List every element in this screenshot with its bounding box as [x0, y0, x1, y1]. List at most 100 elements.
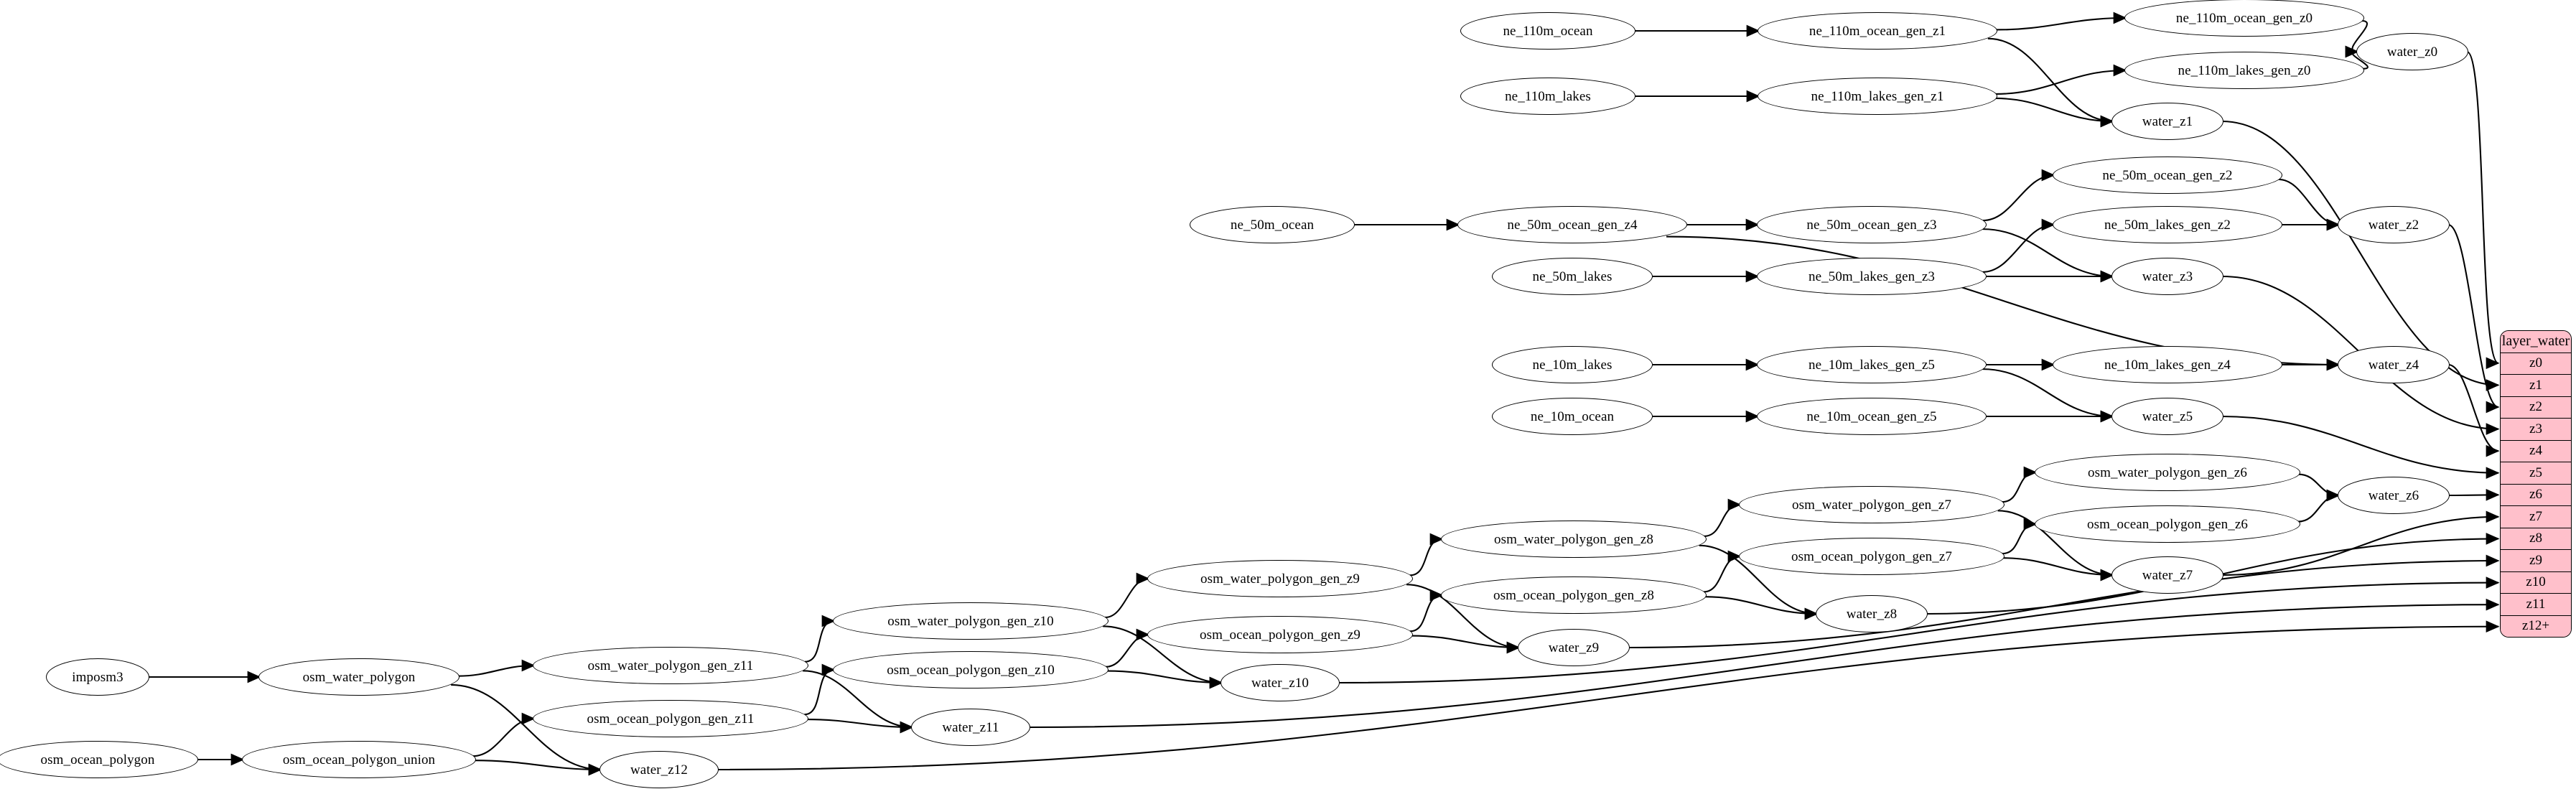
edge-osm_water_polygon_gen_z11-to-osm_water_polygon_gen_z10	[804, 615, 836, 663]
node-label: osm_water_polygon	[302, 669, 416, 685]
edge-osm_water_polygon_gen_z9-to-osm_water_polygon_gen_z8	[1409, 533, 1444, 576]
node-label: ne_50m_ocean	[1230, 217, 1315, 233]
layer-water-row-z11[interactable]: z11	[2501, 593, 2571, 615]
node-label: water_z2	[2368, 217, 2419, 233]
layer-water-row-z1[interactable]: z1	[2501, 374, 2571, 396]
layer-water-row-z12+[interactable]: z12+	[2501, 615, 2571, 637]
node-water_z9[interactable]: water_z9	[1518, 629, 1630, 666]
node-water_z11[interactable]: water_z11	[911, 709, 1030, 746]
node-osm_water_polygon_gen_z6[interactable]: osm_water_polygon_gen_z6	[2035, 454, 2300, 491]
node-water_z0[interactable]: water_z0	[2356, 33, 2468, 70]
edge-osm_ocean_polygon_gen_z10-to-osm_ocean_polygon_gen_z9	[1106, 628, 1150, 668]
node-ne_50m_ocean_gen_z3[interactable]: ne_50m_ocean_gen_z3	[1757, 206, 1987, 243]
node-label: ne_110m_lakes	[1505, 88, 1591, 104]
layer-water-title: layer_water	[2501, 331, 2571, 353]
node-label: water_z1	[2142, 113, 2193, 129]
node-osm_water_polygon[interactable]: osm_water_polygon	[258, 658, 459, 696]
node-label: osm_water_polygon_gen_z7	[1792, 497, 1951, 513]
node-ne_10m_ocean_gen_z5[interactable]: ne_10m_ocean_gen_z5	[1757, 398, 1987, 435]
node-water_z12[interactable]: water_z12	[599, 751, 719, 788]
edge-osm_ocean_polygon_gen_z11-to-water_z11	[806, 718, 914, 734]
edge-osm_ocean_polygon_gen_z7-to-osm_ocean_polygon_gen_z6	[2002, 518, 2038, 555]
node-ne_10m_lakes_gen_z5[interactable]: ne_10m_lakes_gen_z5	[1757, 346, 1987, 383]
node-osm_ocean_polygon_gen_z11[interactable]: osm_ocean_polygon_gen_z11	[533, 700, 808, 737]
node-ne_110m_ocean[interactable]: ne_110m_ocean	[1460, 12, 1635, 50]
node-ne_50m_lakes_gen_z2[interactable]: ne_50m_lakes_gen_z2	[2053, 206, 2282, 243]
layer-water-row-z0[interactable]: z0	[2501, 352, 2571, 374]
node-label: ne_50m_ocean_gen_z4	[1507, 217, 1638, 233]
node-label: water_z4	[2368, 357, 2419, 373]
layer-water-row-z6[interactable]: z6	[2501, 483, 2571, 505]
layer-water-row-z9[interactable]: z9	[2501, 549, 2571, 571]
edge-ne_110m_lakes_gen_z1-to-ne_110m_lakes_gen_z0	[1995, 64, 2127, 95]
node-ne_110m_lakes[interactable]: ne_110m_lakes	[1460, 78, 1635, 115]
node-water_z3[interactable]: water_z3	[2111, 258, 2223, 295]
node-osm_water_polygon_gen_z7[interactable]: osm_water_polygon_gen_z7	[1739, 486, 2005, 523]
node-ne_50m_lakes[interactable]: ne_50m_lakes	[1492, 258, 1653, 295]
node-osm_ocean_polygon_gen_z7[interactable]: osm_ocean_polygon_gen_z7	[1739, 538, 2005, 575]
node-osm_ocean_polygon[interactable]: osm_ocean_polygon	[0, 741, 198, 778]
layer-water-row-z8[interactable]: z8	[2501, 527, 2571, 549]
node-label: ne_50m_lakes	[1532, 269, 1613, 284]
layer-water-row-z2[interactable]: z2	[2501, 396, 2571, 418]
node-ne_10m_lakes_gen_z4[interactable]: ne_10m_lakes_gen_z4	[2053, 346, 2282, 383]
node-label: ne_50m_lakes_gen_z3	[1808, 269, 1936, 284]
layer-water-row-z7[interactable]: z7	[2501, 505, 2571, 528]
node-ne_110m_lakes_gen_z0[interactable]: ne_110m_lakes_gen_z0	[2124, 52, 2364, 89]
node-water_z10[interactable]: water_z10	[1221, 664, 1340, 701]
node-water_z7[interactable]: water_z7	[2111, 556, 2223, 594]
node-ne_50m_ocean[interactable]: ne_50m_ocean	[1190, 206, 1355, 243]
node-ne_50m_ocean_gen_z2[interactable]: ne_50m_ocean_gen_z2	[2053, 157, 2282, 194]
edge-osm_ocean_polygon_gen_z7-to-water_z7	[2002, 557, 2114, 582]
node-ne_110m_ocean_gen_z1[interactable]: ne_110m_ocean_gen_z1	[1758, 12, 1997, 50]
node-osm_ocean_polygon_gen_z6[interactable]: osm_ocean_polygon_gen_z6	[2035, 505, 2300, 543]
node-ne_110m_lakes_gen_z1[interactable]: ne_110m_lakes_gen_z1	[1758, 78, 1997, 115]
layer-water-row-z10[interactable]: z10	[2501, 571, 2571, 593]
node-water_z8[interactable]: water_z8	[1816, 595, 1928, 632]
layer-water-row-z5[interactable]: z5	[2501, 462, 2571, 484]
node-water_z6[interactable]: water_z6	[2338, 477, 2450, 514]
edge-ne_50m_ocean_gen_z4-to-water_z4	[1666, 235, 2341, 371]
node-osm_water_polygon_gen_z10[interactable]: osm_water_polygon_gen_z10	[833, 602, 1109, 640]
node-imposm3[interactable]: imposm3	[46, 658, 149, 696]
node-label: osm_ocean_polygon_gen_z6	[2086, 516, 2249, 532]
node-ne_10m_ocean[interactable]: ne_10m_ocean	[1492, 398, 1653, 435]
node-label: water_z10	[1251, 675, 1310, 691]
node-ne_10m_lakes[interactable]: ne_10m_lakes	[1492, 346, 1653, 383]
edge-osm_ocean_polygon_gen_z9-to-osm_ocean_polygon_gen_z8	[1409, 589, 1444, 632]
node-ne_50m_ocean_gen_z4[interactable]: ne_50m_ocean_gen_z4	[1457, 206, 1687, 243]
edge-osm_water_polygon_gen_z7-to-osm_water_polygon_gen_z6	[2002, 466, 2038, 503]
edge-osm_water_polygon_gen_z10-to-osm_water_polygon_gen_z9	[1105, 572, 1150, 619]
node-water_z2[interactable]: water_z2	[2338, 206, 2450, 243]
node-osm_ocean_polygon_gen_z8[interactable]: osm_ocean_polygon_gen_z8	[1441, 576, 1707, 614]
node-label: osm_ocean_polygon_gen_z7	[1791, 548, 1953, 564]
edge-ne_50m_ocean_gen_z2-to-water_z2	[2278, 178, 2341, 231]
node-label: ne_10m_lakes	[1532, 357, 1613, 373]
node-ne_110m_ocean_gen_z0[interactable]: ne_110m_ocean_gen_z0	[2124, 0, 2364, 37]
node-water_z5[interactable]: water_z5	[2111, 398, 2223, 435]
node-label: osm_ocean_polygon_gen_z10	[887, 662, 1055, 678]
node-osm_water_polygon_gen_z9[interactable]: osm_water_polygon_gen_z9	[1147, 560, 1413, 597]
node-label: osm_ocean_polygon	[40, 752, 155, 767]
edge-osm_ocean_polygon_gen_z6-to-water_z6	[2297, 489, 2341, 523]
node-ne_50m_lakes_gen_z3[interactable]: ne_50m_lakes_gen_z3	[1757, 258, 1987, 295]
node-label: osm_ocean_polygon_union	[282, 752, 436, 767]
node-water_z1[interactable]: water_z1	[2111, 103, 2223, 140]
node-label: water_z5	[2142, 408, 2193, 424]
layer-water-row-z3[interactable]: z3	[2501, 418, 2571, 440]
node-osm_ocean_polygon_gen_z9[interactable]: osm_ocean_polygon_gen_z9	[1147, 616, 1413, 653]
node-water_z4[interactable]: water_z4	[2338, 346, 2450, 383]
node-osm_ocean_polygon_gen_z10[interactable]: osm_ocean_polygon_gen_z10	[833, 651, 1109, 688]
edge-water_z0-to-layer_water-z0	[2466, 50, 2500, 369]
node-osm_ocean_polygon_union[interactable]: osm_ocean_polygon_union	[242, 741, 476, 778]
node-label: ne_50m_ocean_gen_z2	[2102, 167, 2233, 183]
edge-osm_ocean_polygon_union-to-osm_ocean_polygon_gen_z11	[472, 712, 536, 757]
edge-osm_water_polygon_gen_z8-to-osm_water_polygon_gen_z7	[1704, 498, 1742, 537]
edge-osm_ocean_polygon_gen_z8-to-osm_ocean_polygon_gen_z7	[1703, 550, 1742, 593]
node-osm_water_polygon_gen_z11[interactable]: osm_water_polygon_gen_z11	[533, 647, 808, 684]
node-label: ne_110m_lakes_gen_z0	[2178, 62, 2311, 78]
node-label: ne_10m_lakes_gen_z5	[1808, 357, 1936, 373]
layer-water-row-z4[interactable]: z4	[2501, 439, 2571, 462]
node-osm_water_polygon_gen_z8[interactable]: osm_water_polygon_gen_z8	[1441, 520, 1707, 558]
